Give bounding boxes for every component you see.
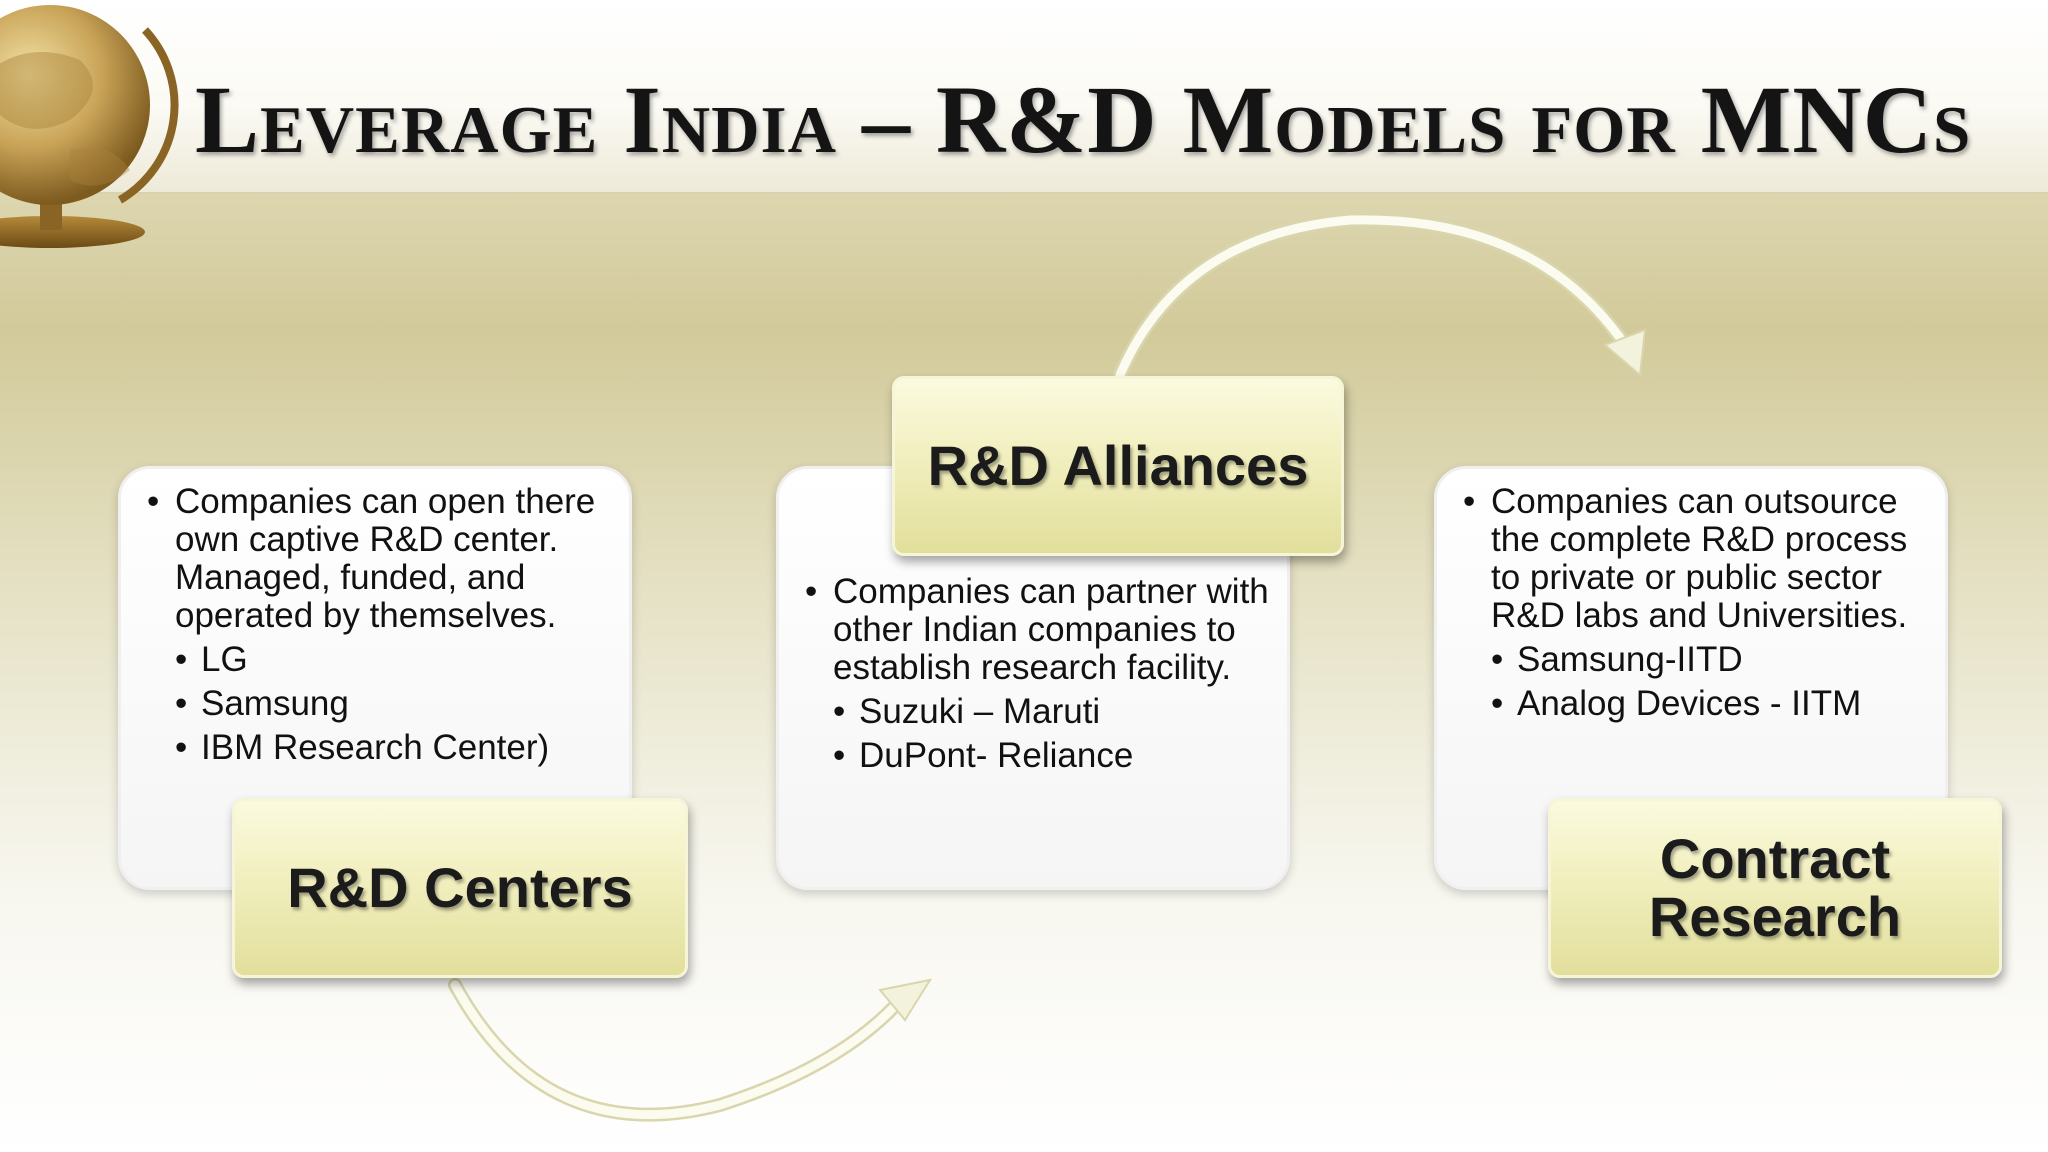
slide-title: Leverage India – R&D Models for MNCs xyxy=(195,66,1972,173)
example-item: Samsung xyxy=(135,685,613,724)
globe-icon xyxy=(0,5,179,248)
arrow-centers-to-alliances xyxy=(448,978,933,1122)
example-item: Samsung-IITD xyxy=(1451,641,1935,680)
label-rd-alliances: R&D Alliances xyxy=(892,376,1344,556)
example-item: IBM Research Center) xyxy=(135,729,613,768)
example-item: DuPont- Reliance xyxy=(793,737,1271,776)
example-item: Suzuki – Maruti xyxy=(793,693,1271,732)
description: Companies can open there own captive R&D… xyxy=(135,483,613,635)
example-item: Analog Devices - IITM xyxy=(1451,685,1935,724)
label-rd-centers: R&D Centers xyxy=(232,798,688,978)
description: Companies can outsource the complete R&D… xyxy=(1451,483,1935,635)
label-contract-research: Contract Research xyxy=(1548,798,2002,978)
description: Companies can partner with other Indian … xyxy=(793,573,1271,687)
arrow-alliances-to-contract xyxy=(1113,212,1647,382)
title-band xyxy=(0,0,2048,194)
example-item: LG xyxy=(135,641,613,680)
